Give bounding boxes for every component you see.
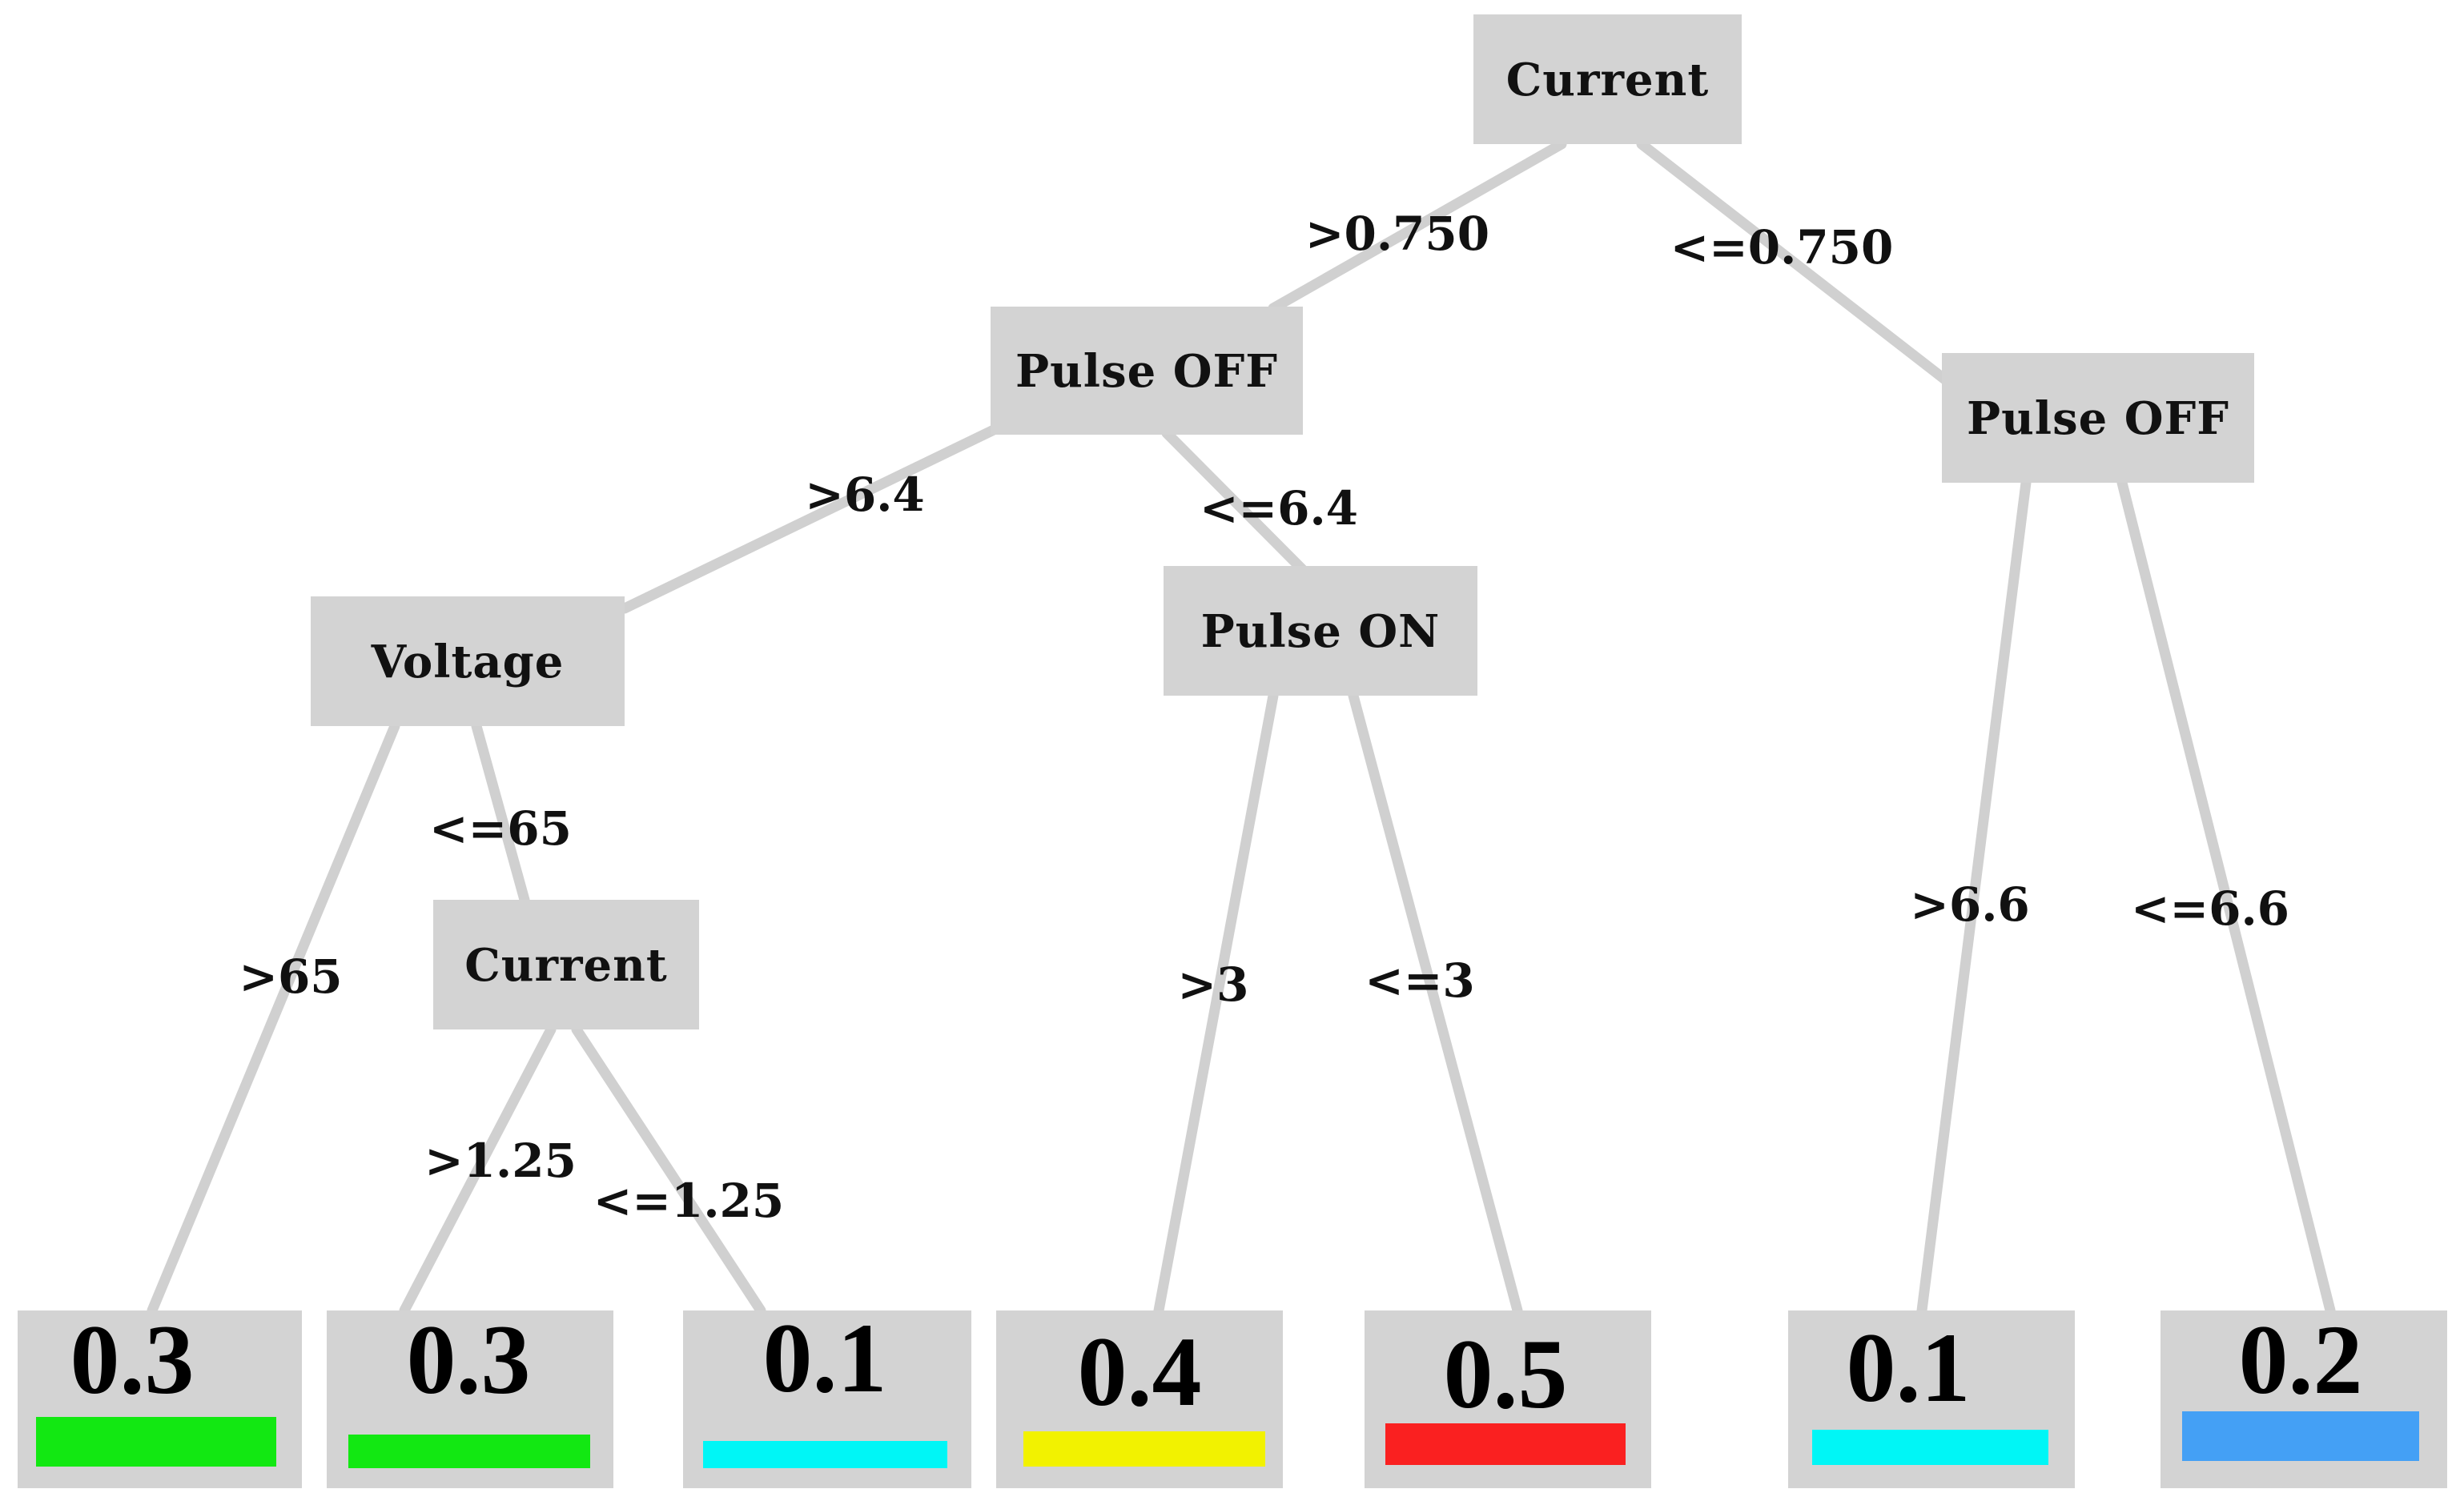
node-label: Current (464, 939, 668, 992)
tree-node-n_l: Pulse OFF (991, 307, 1303, 435)
node-label: Pulse OFF (1967, 392, 2229, 445)
edges-layer (147, 138, 2336, 1316)
leaf-leaf2: 0.3 (327, 1305, 613, 1488)
node-box (433, 900, 699, 1029)
node-label: Pulse ON (1201, 605, 1441, 658)
tree-node-n_root: Current (1473, 14, 1742, 144)
tree-node-n_r: Pulse OFF (1942, 353, 2254, 483)
tree-node-n_llr: Current (433, 900, 699, 1029)
leaf-value: 0.4 (1078, 1317, 1202, 1427)
leaf-color-bar (1023, 1431, 1265, 1467)
edge-label: >3 (1178, 957, 1249, 1012)
node-box (1473, 14, 1742, 144)
edge-labels-layer: >0.750 <=0.750 >6.4 <=6.4 >65 <=65 >1.25 <=1.25… (239, 207, 2289, 1228)
leaf-color-bar (348, 1435, 590, 1468)
leaf-value: 0.3 (70, 1305, 195, 1415)
node-label: Voltage (371, 636, 565, 688)
leaf-color-bar (2182, 1411, 2419, 1461)
edge-n_l-n_lr (1161, 427, 1319, 586)
edge-label: <=3 (1365, 953, 1475, 1008)
edge-label: <=1.25 (593, 1174, 784, 1228)
edge-label: >6.6 (1910, 877, 2030, 932)
leaf-color-bar (1812, 1430, 2048, 1465)
edge-label: >6.4 (805, 468, 925, 522)
node-box (991, 307, 1303, 435)
node-box (311, 596, 625, 726)
edge-n_r-leaf7 (2116, 477, 2336, 1316)
edge-label: >0.750 (1305, 207, 1489, 261)
edge-n_ll-leaf1 (147, 720, 400, 1316)
edge-label: >65 (239, 949, 342, 1004)
edge-label: >1.25 (424, 1134, 577, 1188)
leaf-leaf1: 0.3 (18, 1305, 302, 1488)
leaf-leaf4: 0.4 (996, 1310, 1283, 1488)
edge-label: <=0.750 (1670, 220, 1894, 275)
leaf-value: 0.5 (1444, 1319, 1568, 1429)
tree-node-n_lr: Pulse ON (1164, 566, 1477, 696)
edge-n_root-n_l (1268, 138, 1567, 314)
edge-n_l-n_ll (619, 423, 1003, 614)
leaf-leaf6: 0.1 (1788, 1310, 2075, 1488)
edge-n_lr-leaf5 (1348, 690, 1523, 1316)
edge-label: <=65 (429, 801, 572, 856)
leaf-leaf5: 0.5 (1365, 1310, 1651, 1488)
leaf-color-bar (36, 1417, 276, 1467)
node-box (1164, 566, 1477, 696)
node-box (1942, 353, 2254, 483)
leaf-leaf3: 0.1 (683, 1303, 971, 1488)
leaf-value: 0.3 (407, 1305, 531, 1415)
leaf-color-bar (1385, 1423, 1626, 1465)
leaf-value: 0.1 (763, 1303, 887, 1413)
edge-n_lr-leaf4 (1153, 690, 1279, 1316)
edge-n_llr-leaf2 (399, 1024, 557, 1316)
edge-n_r-leaf6 (1916, 477, 2032, 1316)
edge-n_llr-leaf3 (571, 1024, 766, 1316)
leaf-value: 0.1 (1847, 1313, 1971, 1423)
leaf-leaf7: 0.2 (2161, 1305, 2447, 1488)
edge-n_root-n_r (1636, 138, 1952, 386)
tree-node-n_ll: Voltage (311, 596, 625, 726)
leaf-value: 0.2 (2239, 1305, 2363, 1415)
node-label: Current (1506, 54, 1710, 106)
node-label: Pulse OFF (1015, 345, 1278, 398)
edge-n_ll-n_llr (471, 720, 530, 905)
edge-label: <=6.4 (1200, 481, 1358, 536)
edge-label: <=6.6 (2131, 881, 2289, 936)
leaf-color-bar (703, 1441, 947, 1468)
